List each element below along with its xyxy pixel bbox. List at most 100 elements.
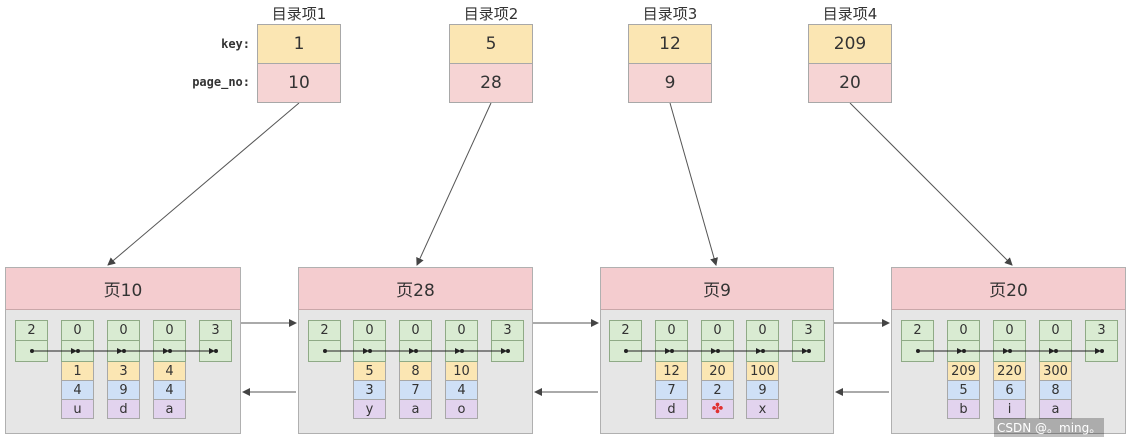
- record-n-owned: 0: [399, 320, 432, 341]
- record-col3: x: [746, 400, 779, 419]
- record-col3: u: [61, 400, 94, 419]
- infimum-record: 2: [15, 320, 48, 362]
- record-col2: 5: [947, 381, 980, 400]
- directory-entry-key: 209: [808, 24, 892, 64]
- record-col2: 8: [1039, 381, 1072, 400]
- record-col1: 5: [353, 362, 386, 381]
- record-col1: 10: [445, 362, 478, 381]
- user-record: 0 8 7 a: [399, 320, 432, 419]
- record-col1: 20: [701, 362, 734, 381]
- record-n-owned: 0: [947, 320, 980, 341]
- arrow-entry2-to-page28: [416, 102, 492, 266]
- user-record: 0 20 2 ✤: [701, 320, 734, 419]
- record-n-owned: 3: [792, 320, 825, 341]
- infimum-record: 2: [308, 320, 341, 362]
- record-n-owned: 3: [199, 320, 232, 341]
- record-col3: y: [353, 400, 386, 419]
- next-record-pointer: [308, 341, 341, 362]
- next-record-pointer: [609, 341, 642, 362]
- directory-entry-key: 12: [628, 24, 712, 64]
- record-col3: a: [1039, 400, 1072, 419]
- page-title: 页10: [6, 268, 240, 310]
- directory-entry-title: 目录项1: [271, 5, 327, 23]
- record-n-owned: 0: [445, 320, 478, 341]
- record-n-owned: 3: [1085, 320, 1118, 341]
- page-title: 页28: [299, 268, 532, 310]
- user-record: 0 209 5 b: [947, 320, 980, 419]
- next-record-pointer: [901, 341, 934, 362]
- user-record: 0 220 6 i: [993, 320, 1026, 419]
- record-n-owned: 0: [107, 320, 140, 341]
- page-no-row-label: page_no:: [192, 75, 250, 89]
- record-col1: 8: [399, 362, 432, 381]
- record-col2: 9: [746, 381, 779, 400]
- record-n-owned: 0: [353, 320, 386, 341]
- record-col2: 7: [655, 381, 688, 400]
- user-record: 0 12 7 d: [655, 320, 688, 419]
- record-col1: 12: [655, 362, 688, 381]
- arrow-entry4-to-page20: [849, 102, 1013, 266]
- user-record: 0 3 9 d: [107, 320, 140, 419]
- record-col2: 4: [61, 381, 94, 400]
- supremum-record: 3: [199, 320, 232, 362]
- next-record-pointer: [199, 341, 232, 362]
- page-title: 页20: [892, 268, 1125, 310]
- directory-entry-4: 目录项4: [795, 3, 905, 24]
- supremum-record: 3: [792, 320, 825, 362]
- record-col3: i: [993, 400, 1026, 419]
- record-n-owned: 0: [993, 320, 1026, 341]
- next-record-pointer: [993, 341, 1026, 362]
- record-col2: 4: [445, 381, 478, 400]
- next-record-pointer: [399, 341, 432, 362]
- record-n-owned: 2: [609, 320, 642, 341]
- record-n-owned: 0: [746, 320, 779, 341]
- next-record-pointer: [746, 341, 779, 362]
- record-col3: b: [947, 400, 980, 419]
- directory-entry-page-no: 20: [808, 63, 892, 103]
- next-record-pointer: [1039, 341, 1072, 362]
- record-n-owned: 0: [61, 320, 94, 341]
- record-n-owned: 2: [15, 320, 48, 341]
- record-col3: a: [153, 400, 186, 419]
- record-col1: 1: [61, 362, 94, 381]
- next-record-pointer: [15, 341, 48, 362]
- next-record-pointer: [701, 341, 734, 362]
- record-col1: 300: [1039, 362, 1072, 381]
- record-n-owned: 3: [491, 320, 524, 341]
- record-col2: 2: [701, 381, 734, 400]
- user-record: 0 1 4 u: [61, 320, 94, 419]
- directory-entry-title: 目录项3: [642, 5, 698, 23]
- record-col2: 7: [399, 381, 432, 400]
- next-record-pointer: [792, 341, 825, 362]
- record-col2: 4: [153, 381, 186, 400]
- next-record-pointer: [655, 341, 688, 362]
- next-record-pointer: [445, 341, 478, 362]
- record-col2: 9: [107, 381, 140, 400]
- next-record-pointer: [491, 341, 524, 362]
- record-col1: 100: [746, 362, 779, 381]
- infimum-record: 2: [901, 320, 934, 362]
- directory-entry-page-no: 9: [628, 63, 712, 103]
- user-record: 0 100 9 x: [746, 320, 779, 419]
- user-record: 0 10 4 o: [445, 320, 478, 419]
- user-record: 0 300 8 a: [1039, 320, 1072, 419]
- record-col1: 209: [947, 362, 980, 381]
- record-col3: o: [445, 400, 478, 419]
- record-col2: 6: [993, 381, 1026, 400]
- record-col1: 220: [993, 362, 1026, 381]
- user-record: 0 4 4 a: [153, 320, 186, 419]
- next-record-pointer: [107, 341, 140, 362]
- record-n-owned: 2: [901, 320, 934, 341]
- next-record-pointer: [353, 341, 386, 362]
- record-n-owned: 0: [655, 320, 688, 341]
- next-record-pointer: [153, 341, 186, 362]
- arrow-entry3-to-page9: [669, 102, 718, 266]
- arrow-entry1-to-page10: [107, 102, 300, 266]
- page-title: 页9: [601, 268, 833, 310]
- directory-entry-1: 目录项1: [244, 3, 354, 24]
- directory-entry-title: 目录项2: [463, 5, 519, 23]
- supremum-record: 3: [491, 320, 524, 362]
- key-row-label: key:: [221, 37, 250, 51]
- directory-entry-page-no: 28: [449, 63, 533, 103]
- directory-entry-3: 目录项3: [615, 3, 725, 24]
